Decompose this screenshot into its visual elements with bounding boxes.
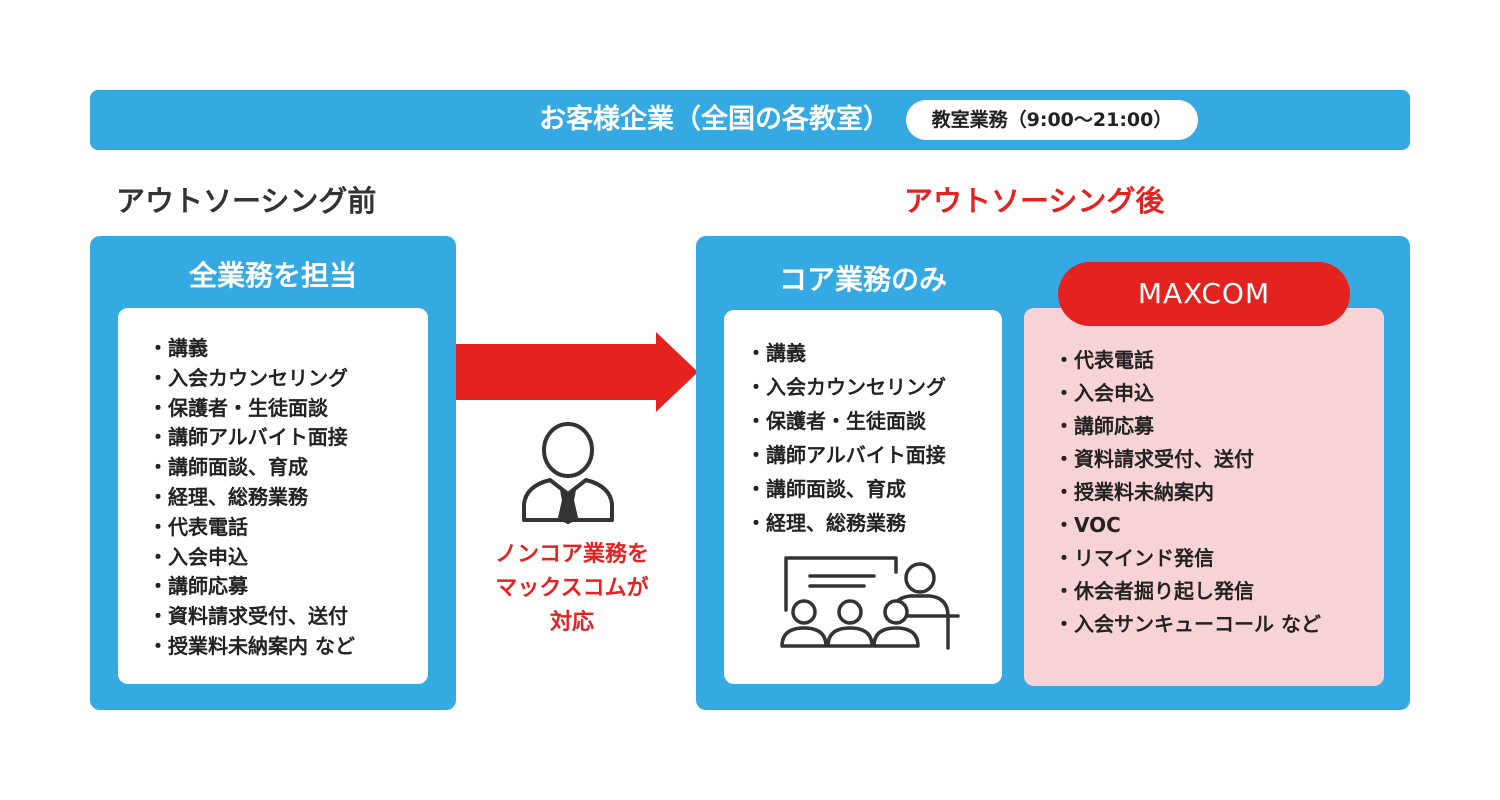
core-task-item: ・講師面談、育成 <box>746 477 906 501</box>
before-outsourcing-label: アウトソーシング前 <box>116 184 377 218</box>
after-outsourcing-label: アウトソーシング後 <box>904 184 1165 218</box>
before-task-item: ・経理、総務業務 <box>148 484 308 509</box>
before-task-item: ・資料請求受付、送付 <box>148 604 348 629</box>
maxcom-task-item: ・資料請求受付、送付 <box>1054 447 1254 471</box>
before-task-item: ・講師応募 <box>148 574 248 599</box>
core-task-card: ・講義・入会カウンセリング・保護者・生徒面談・講師アルバイト面接・講師面談、育成… <box>724 310 1002 684</box>
core-panel-title: コア業務のみ <box>778 263 947 296</box>
maxcom-task-item: ・VOC <box>1054 513 1121 537</box>
classroom-icon <box>780 556 960 650</box>
outsource-caption-line: ノンコア業務を <box>494 542 649 567</box>
maxcom-task-item: ・休会者掘り起し発信 <box>1054 579 1254 603</box>
client-banner: お客様企業（全国の各教室） 教室業務（9:00〜21:00） <box>90 90 1410 150</box>
client-banner-title: お客様企業（全国の各教室） <box>539 104 890 135</box>
before-task-item: ・代表電話 <box>148 514 248 539</box>
maxcom-task-item: ・リマインド発信 <box>1054 546 1214 570</box>
core-task-item: ・講義 <box>746 341 806 365</box>
maxcom-task-list: ・代表電話・入会申込・講師応募・資料請求受付、送付・授業料未納案内・VOC ・リマ… <box>1054 344 1321 641</box>
maxcom-task-item: ・入会サンキューコール など <box>1054 612 1321 636</box>
classroom-hours-pill: 教室業務（9:00〜21:00） <box>906 100 1198 140</box>
maxcom-badge: MAXCOM <box>1058 262 1350 326</box>
before-task-item: ・講師面談、育成 <box>148 455 308 480</box>
maxcom-task-item: ・入会申込 <box>1054 381 1154 405</box>
maxcom-task-item: ・授業料未納案内 <box>1054 480 1214 504</box>
outsource-caption-line: マックスコムが <box>495 576 649 601</box>
before-task-item: ・保護者・生徒面談 <box>148 395 328 420</box>
before-task-item: ・入会申込 <box>148 544 248 569</box>
arrow-right-icon <box>456 332 698 412</box>
core-task-item: ・入会カウンセリング <box>746 375 946 399</box>
core-task-item: ・保護者・生徒面談 <box>746 409 926 433</box>
outsource-caption: ノンコア業務を マックスコムが 対応 <box>452 538 692 640</box>
businessman-icon <box>522 422 614 524</box>
core-task-item: ・経理、総務業務 <box>746 511 906 535</box>
before-panel: 全業務を担当 ・講義・入会カウンセリング・保護者・生徒面談・講師アルバイト面接・… <box>90 236 456 710</box>
before-task-item: ・授業料未納案内 など <box>148 633 355 658</box>
before-task-item: ・入会カウンセリング <box>148 365 348 390</box>
after-panel: コア業務のみ ・講義・入会カウンセリング・保護者・生徒面談・講師アルバイト面接・… <box>696 236 1410 710</box>
maxcom-task-item: ・代表電話 <box>1054 348 1154 372</box>
maxcom-task-card: ・代表電話・入会申込・講師応募・資料請求受付、送付・授業料未納案内・VOC ・リマ… <box>1024 308 1384 686</box>
core-task-list: ・講義・入会カウンセリング・保護者・生徒面談・講師アルバイト面接・講師面談、育成… <box>746 336 946 540</box>
outsource-caption-line: 対応 <box>549 610 594 635</box>
before-task-card: ・講義・入会カウンセリング・保護者・生徒面談・講師アルバイト面接・講師面談、育成… <box>118 308 428 684</box>
before-task-item: ・講師アルバイト面接 <box>148 425 348 450</box>
before-task-list: ・講義・入会カウンセリング・保護者・生徒面談・講師アルバイト面接・講師面談、育成… <box>148 334 355 662</box>
before-panel-title: 全業務を担当 <box>188 259 357 292</box>
before-task-item: ・講義 <box>148 336 208 360</box>
maxcom-task-item: ・講師応募 <box>1054 414 1154 438</box>
core-task-item: ・講師アルバイト面接 <box>746 443 946 467</box>
